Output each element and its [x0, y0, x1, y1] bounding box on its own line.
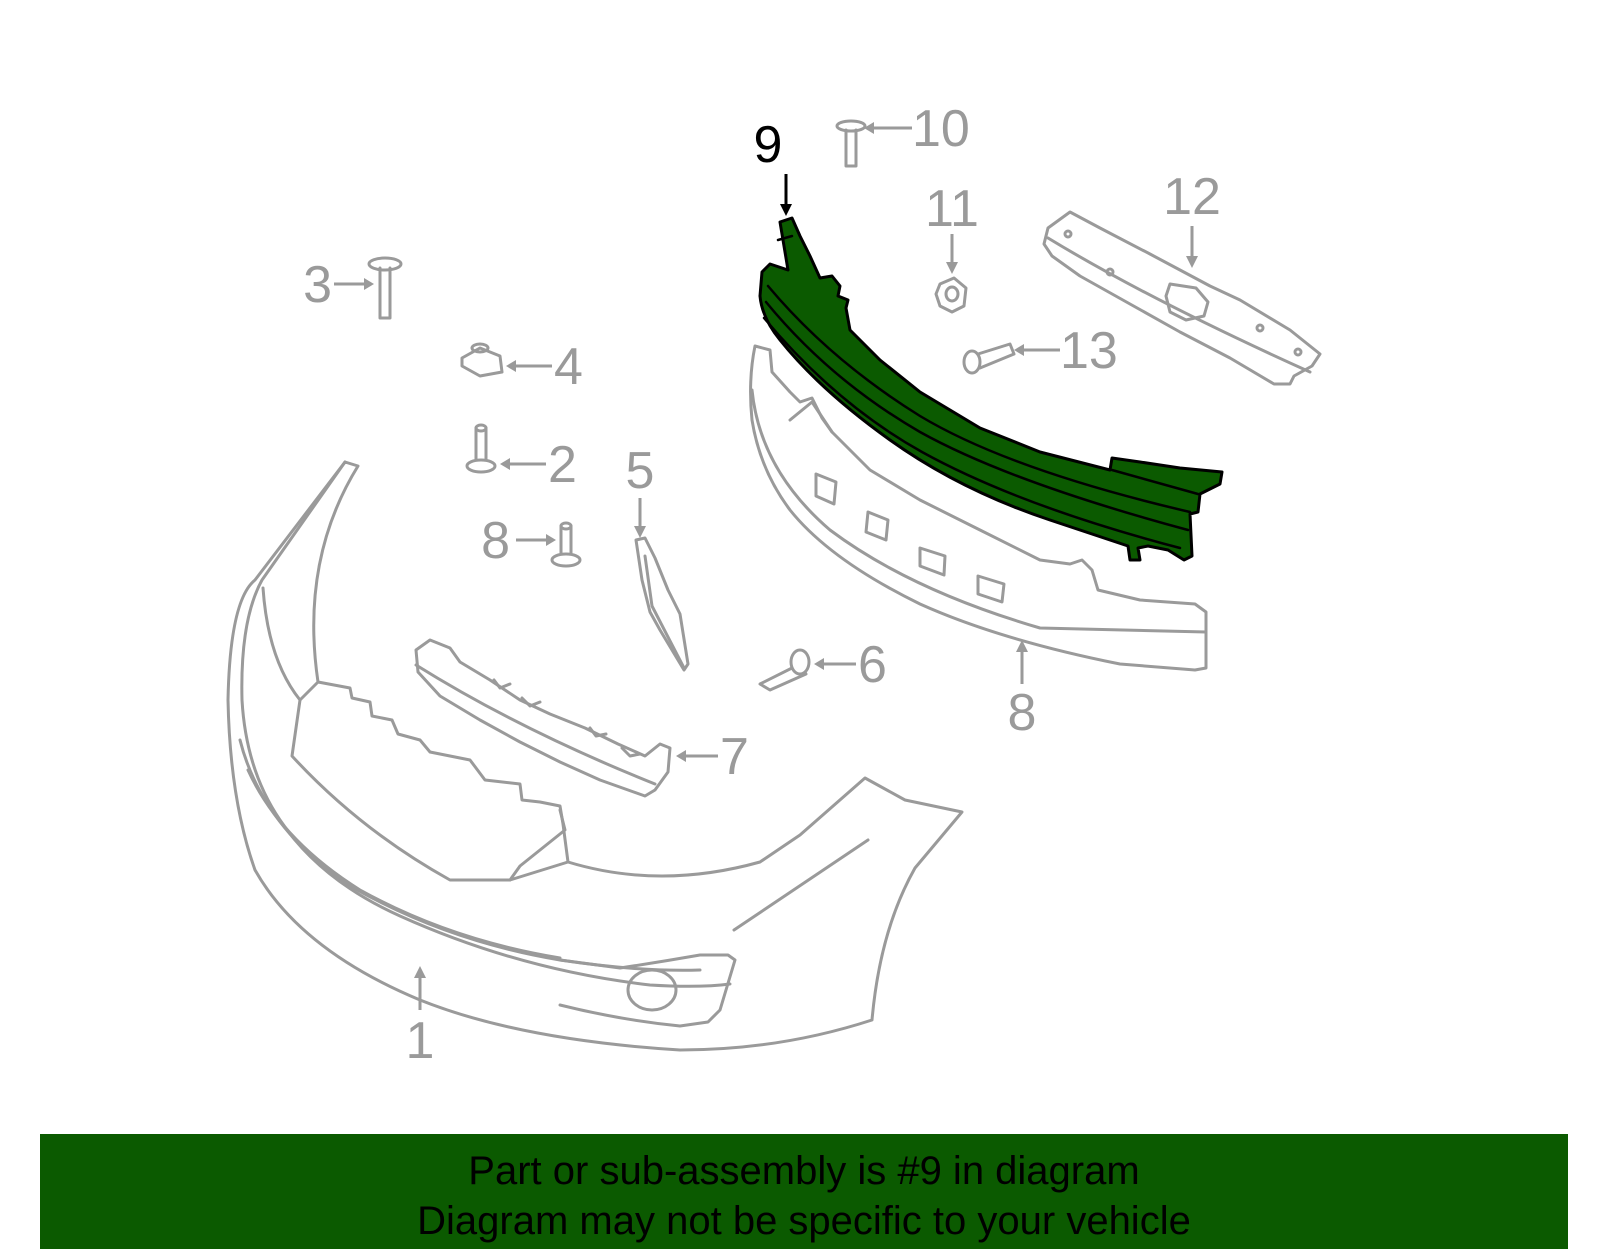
callout-13: 13 [1060, 322, 1118, 380]
part-5-side-bracket[interactable] [634, 536, 690, 672]
callout-5: 5 [626, 442, 655, 500]
part-12-upper-support[interactable] [1042, 210, 1322, 386]
leader-lines [334, 122, 1198, 1010]
banner-line-disclaimer: Diagram may not be specific to your vehi… [417, 1199, 1191, 1243]
part-11-nut[interactable] [934, 276, 968, 314]
banner-background [40, 1134, 1568, 1249]
callout-labels: 9 10 11 12 13 3 4 2 8 5 6 7 8 1 [303, 100, 1221, 1070]
callout-4: 4 [554, 338, 583, 396]
callout-1: 1 [406, 1012, 435, 1070]
part-9-reinforcement-bar[interactable] [758, 216, 1224, 562]
callout-11: 11 [925, 180, 979, 238]
part-3-bolt[interactable] [367, 256, 403, 320]
banner-line-part-number: Part or sub-assembly is #9 in diagram [468, 1149, 1140, 1193]
callout-9: 9 [754, 116, 783, 174]
info-banner: Part or sub-assembly is #9 in diagram Di… [40, 1134, 1568, 1249]
callout-3: 3 [303, 256, 332, 314]
part-4-clip[interactable] [460, 342, 504, 378]
part-2-bolt[interactable] [465, 423, 497, 474]
part-8-bolt[interactable] [550, 521, 582, 568]
callout-8-bolt: 8 [481, 512, 510, 570]
callout-6: 6 [858, 636, 887, 694]
part-8-energy-absorber[interactable] [749, 344, 1208, 672]
part-10-bolt[interactable] [835, 119, 867, 168]
part-1-bumper-cover[interactable] [226, 460, 964, 1052]
callout-8-absorber: 8 [1008, 684, 1037, 742]
part-6-screw[interactable] [758, 648, 811, 692]
part-7-lower-support[interactable] [414, 638, 672, 798]
callout-7: 7 [720, 728, 749, 786]
callout-2: 2 [548, 436, 577, 494]
callout-10: 10 [912, 100, 970, 158]
part-13-bolt[interactable] [962, 342, 1016, 375]
callout-12: 12 [1163, 168, 1221, 226]
